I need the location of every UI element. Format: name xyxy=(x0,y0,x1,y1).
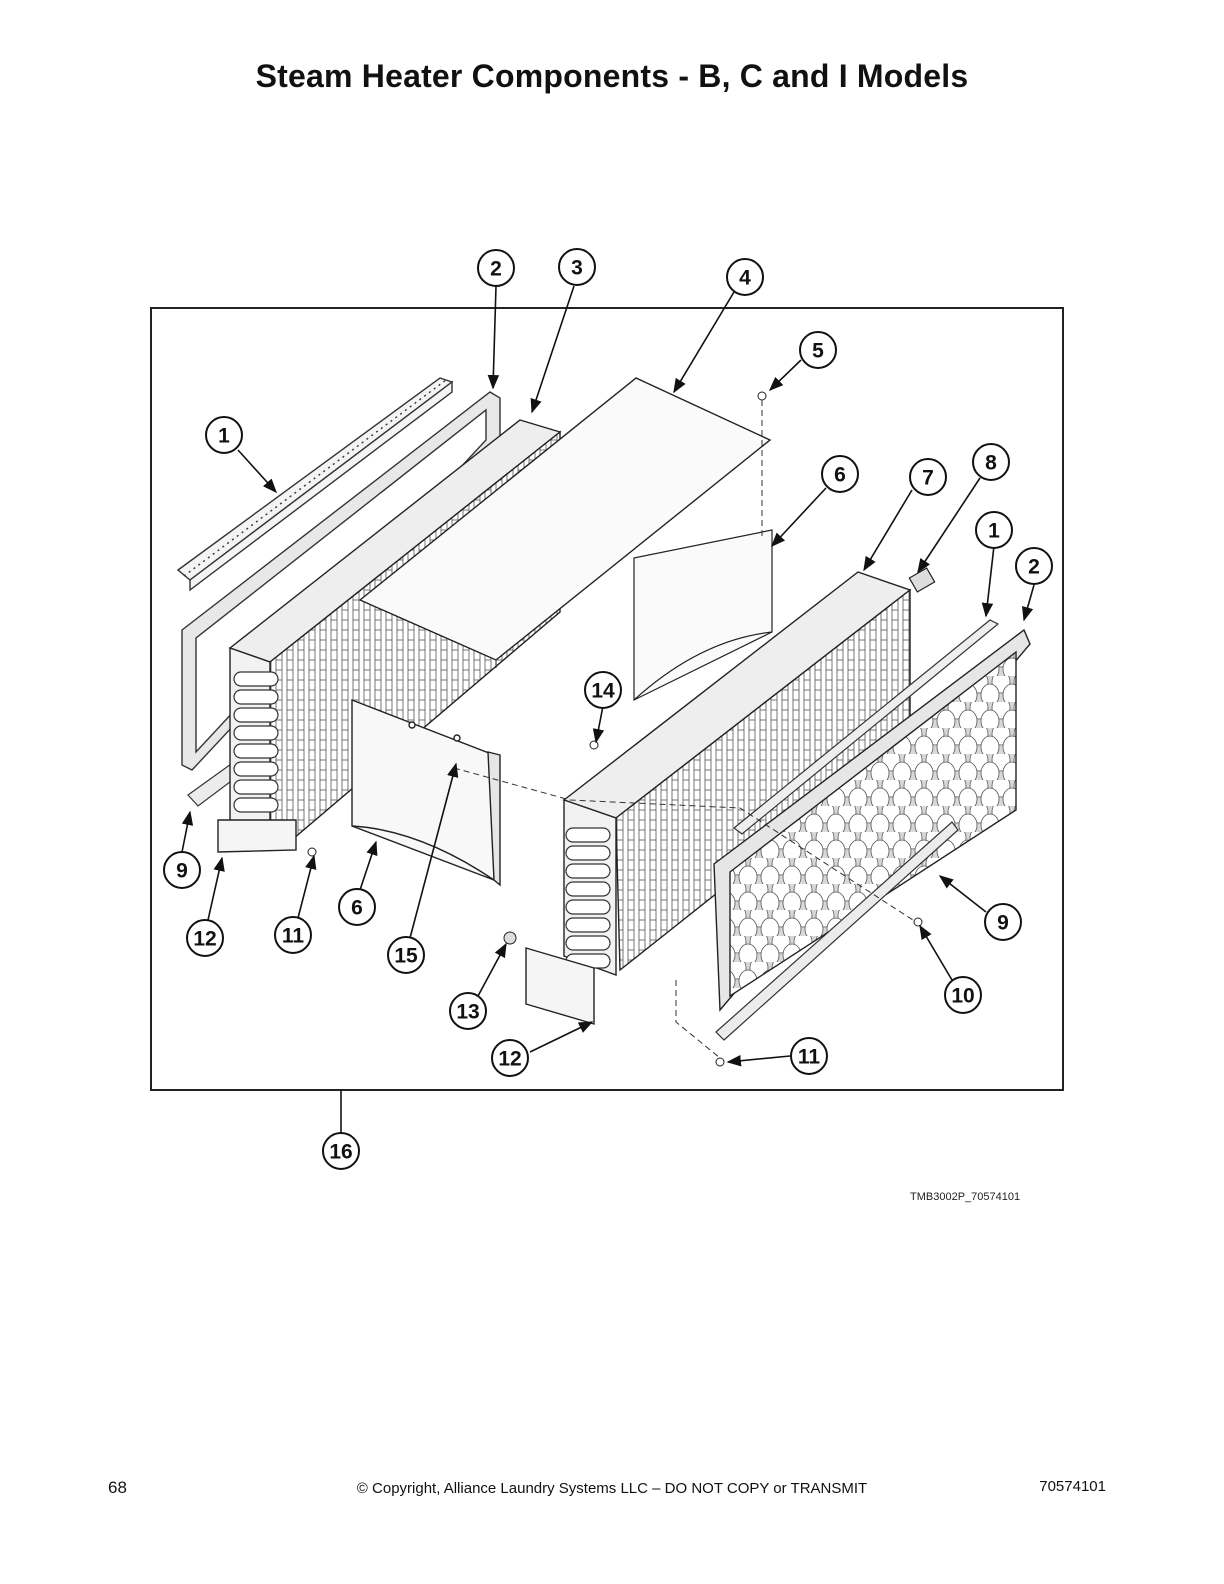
right-hex-filter xyxy=(713,628,1031,1012)
callout-11-right xyxy=(790,1037,828,1075)
svg-text:14: 14 xyxy=(591,680,615,703)
svg-text:2: 2 xyxy=(1028,556,1040,579)
callout-15 xyxy=(387,936,425,974)
left-rail xyxy=(176,377,454,592)
callout-14 xyxy=(584,671,622,709)
svg-text:11: 11 xyxy=(798,1046,821,1069)
nut-13 xyxy=(503,931,517,945)
callout-2 xyxy=(477,249,515,287)
svg-text:1: 1 xyxy=(988,520,1000,543)
callout-2-right xyxy=(1015,547,1053,585)
document-number: 70574101 xyxy=(1039,1478,1106,1495)
left-baffle xyxy=(351,698,501,887)
callout-7 xyxy=(909,458,947,496)
callout-6 xyxy=(821,455,859,493)
svg-text:9: 9 xyxy=(997,912,1009,935)
svg-text:9: 9 xyxy=(176,860,188,883)
copyright-notice: © Copyright, Alliance Laundry Systems LL… xyxy=(356,1480,868,1497)
svg-text:2: 2 xyxy=(490,258,502,281)
svg-text:13: 13 xyxy=(456,1001,479,1024)
right-bottom-tray xyxy=(525,947,595,1025)
callout-3 xyxy=(558,248,596,286)
svg-text:10: 10 xyxy=(951,985,974,1008)
steam-fitting xyxy=(908,567,936,593)
callout-9-right xyxy=(984,903,1022,941)
screw-5 xyxy=(757,391,767,401)
svg-text:1: 1 xyxy=(218,425,230,448)
svg-text:8: 8 xyxy=(985,452,997,475)
top-cover xyxy=(358,377,772,661)
svg-text:16: 16 xyxy=(329,1141,352,1164)
callout-1-right xyxy=(975,511,1013,549)
page-number: 68 xyxy=(108,1478,127,1497)
screw-10 xyxy=(913,917,923,927)
callout-1 xyxy=(205,416,243,454)
screw-11-right xyxy=(715,1057,725,1067)
svg-text:3: 3 xyxy=(571,257,583,280)
screw-11-left xyxy=(307,847,317,857)
svg-text:11: 11 xyxy=(282,925,305,948)
svg-text:6: 6 xyxy=(351,897,363,920)
figure-id: TMB3002P_70574101 xyxy=(910,1191,1021,1203)
svg-text:6: 6 xyxy=(834,464,846,487)
svg-text:7: 7 xyxy=(922,467,934,490)
callout-6-left xyxy=(338,888,376,926)
right-bottom-strip xyxy=(715,821,959,1041)
left-bottom-tray xyxy=(217,819,297,853)
callout-16 xyxy=(322,1132,360,1170)
callout-8 xyxy=(972,443,1010,481)
assembly-frame xyxy=(150,307,1064,1091)
callout-9 xyxy=(163,851,201,889)
dashed-guide xyxy=(453,767,917,923)
callout-10 xyxy=(944,976,982,1014)
page-title: Steam Heater Components - B, C and I Mod… xyxy=(255,58,969,94)
callout-12 xyxy=(186,919,224,957)
callout-bubbles xyxy=(163,248,1053,1170)
svg-text:4: 4 xyxy=(739,267,751,290)
callout-5 xyxy=(799,331,837,369)
callout-4 xyxy=(726,258,764,296)
callout-12-right xyxy=(491,1039,529,1077)
svg-text:12: 12 xyxy=(193,928,216,951)
callout-11 xyxy=(274,916,312,954)
right-steam-coil xyxy=(562,571,912,977)
callout-13 xyxy=(449,992,487,1030)
svg-text:15: 15 xyxy=(394,945,418,968)
dashed-guide-lower xyxy=(675,980,721,1059)
screw-14 xyxy=(589,740,599,750)
right-rail xyxy=(733,619,1000,835)
svg-text:5: 5 xyxy=(812,340,824,363)
svg-text:12: 12 xyxy=(498,1048,521,1071)
